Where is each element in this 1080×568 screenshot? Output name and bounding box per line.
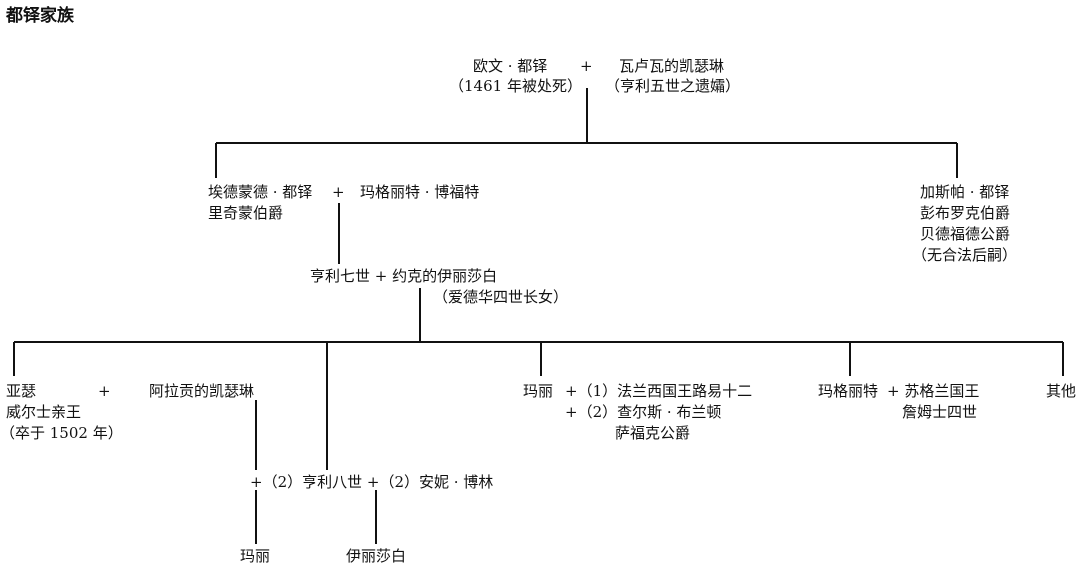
person-owen-tudor: 欧文 · 都铎 (473, 57, 548, 75)
mary-spouse-charles-brandon: +（2）查尔斯 · 布兰顿 (565, 403, 722, 421)
charles-brandon-title: 萨福克公爵 (615, 424, 691, 442)
page-title: 都铎家族 (6, 6, 74, 26)
jasper-title-1: 彭布罗克伯爵 (920, 204, 1011, 222)
catherine-note: （亨利五世之遗孀） (605, 77, 741, 95)
person-arthur: 亚瑟 (6, 382, 37, 400)
marriage-plus: + (98, 382, 111, 400)
person-edmund-tudor: 埃德蒙德 · 都铎 (208, 183, 313, 201)
marriage-plus: + (580, 57, 593, 75)
marriage-plus: + (332, 183, 345, 201)
person-margaret-beaufort: 玛格丽特 · 博福特 (360, 183, 480, 201)
edmund-title: 里奇蒙伯爵 (208, 204, 284, 222)
henry-viii-marriages: +（2）亨利八世 +（2）安妮 · 博林 (250, 473, 494, 491)
person-elizabeth-i: 伊丽莎白 (346, 547, 407, 565)
person-mary-i: 玛丽 (240, 547, 271, 565)
arthur-note: （卒于 1502 年） (0, 424, 123, 442)
others: 其他 (1046, 382, 1077, 400)
person-catherine-of-valois: 瓦卢瓦的凯瑟琳 (619, 57, 725, 75)
jasper-note: （无合法后嗣） (912, 246, 1018, 264)
margaret-spouse-james-iv: 詹姆士四世 (902, 403, 978, 421)
jasper-title-2: 贝德福德公爵 (920, 225, 1011, 243)
margaret-spouse-king-of-scotland: + 苏格兰国王 (887, 382, 980, 400)
arthur-title: 威尔士亲王 (6, 403, 82, 421)
person-mary-tudor: 玛丽 (523, 382, 554, 400)
owen-note: （1461 年被处死） (449, 77, 582, 95)
person-margaret-tudor: 玛格丽特 (818, 382, 879, 400)
mary-spouse-louis-xii: +（1）法兰西国王路易十二 (565, 382, 753, 400)
elizabeth-of-york-note: （爱德华四世长女） (433, 288, 569, 306)
person-catherine-of-aragon: 阿拉贡的凯瑟琳 (149, 382, 255, 400)
couple-henry-vii-elizabeth-of-york: 亨利七世 + 约克的伊丽莎白 (310, 267, 498, 285)
person-jasper-tudor: 加斯帕 · 都铎 (920, 183, 1010, 201)
